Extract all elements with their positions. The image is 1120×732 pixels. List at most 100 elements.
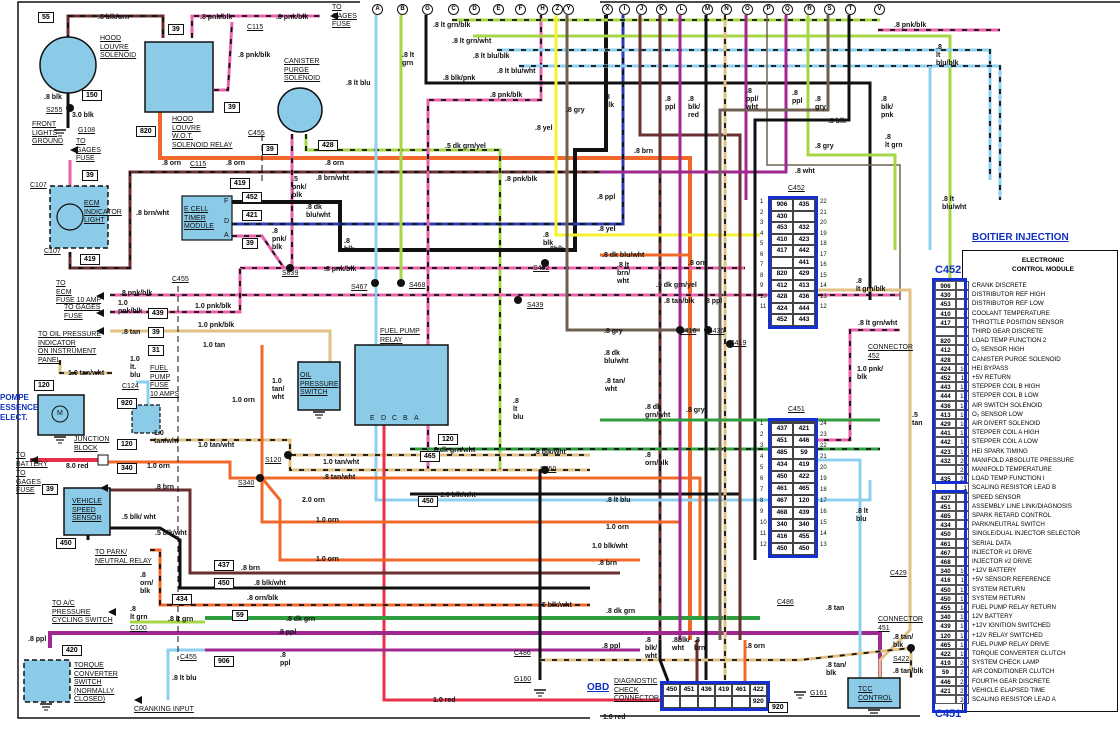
wire [260, 478, 680, 524]
column-marker: D [469, 4, 480, 15]
component-label: C100 [130, 625, 147, 632]
wire-label: .8 brn [155, 484, 175, 491]
wire-label: .8 lt blu/blk [473, 53, 510, 60]
ecm-pin: 18 [956, 437, 969, 447]
ecm-pin: 24 [956, 695, 969, 705]
ecm-wire: 452 [935, 373, 956, 383]
wire-label: .8 wht [795, 168, 815, 175]
wire-label: .8 blk/ wht [645, 637, 658, 660]
wire [753, 15, 851, 560]
connector-cavity: 417 [771, 245, 793, 257]
wire [519, 64, 1002, 200]
ecm-wire [935, 327, 956, 337]
obd-cavity: 422 [749, 684, 767, 696]
wire-label: .8 blk/ pnk [881, 96, 894, 119]
component-label: CONNECTOR 452 [868, 344, 913, 360]
wire-label: .8 dk grn [286, 616, 316, 623]
ecm-pin: 14 [956, 603, 969, 613]
wire-label: .8 gry [566, 107, 585, 114]
component-label: S255 [46, 107, 63, 114]
wire-label: 1.0 orn [606, 524, 629, 531]
ecm-pin: 13 [956, 593, 969, 603]
circuit-number: 39 [148, 327, 164, 338]
pin-number: 6 [760, 476, 764, 482]
connector-cavity: 429 [793, 268, 815, 280]
wire-label: .8 orn/blk [645, 452, 669, 467]
component-label: TO OIL PRESSURE INDICATOR ON INSTRUMENT … [38, 331, 102, 364]
wire [473, 34, 952, 300]
wire-label: 1.0 pnk/blk [118, 300, 143, 315]
obd-cavity: 461 [732, 684, 750, 696]
wire-label: .8blk [548, 246, 564, 253]
ecm-pin: 13 [956, 391, 969, 401]
wire [260, 477, 640, 562]
wire-stripe [150, 439, 590, 456]
wire-label: 8.0 red [66, 463, 89, 470]
pin-number: 14 [820, 283, 827, 289]
ecm-pin: 19 [956, 446, 969, 456]
wire-label: .8 pnk/blk [894, 22, 927, 29]
wire-label: 1.0 tan/wht [68, 370, 105, 377]
connector-cavity [771, 421, 793, 423]
wire-label: 3.0 blk [72, 112, 94, 119]
ecm-pin: 11 [956, 373, 969, 383]
pin-number: 1 [760, 199, 764, 205]
wire [426, 15, 543, 470]
wire-label: .8 blk/ red [688, 96, 701, 119]
ecm-wire: 467 [935, 547, 956, 557]
wire-label: .8 pnk/blk [505, 176, 538, 183]
ecm-wire [935, 465, 956, 475]
connector-cavity: 434 [771, 459, 793, 471]
ecm-wire: 59 [935, 667, 956, 677]
component-label: G160 [514, 676, 532, 683]
ecm-wire: 419 [935, 658, 956, 668]
wire-label: .8 ppl [704, 298, 723, 305]
wire-label: .8 tan [826, 605, 845, 612]
ecm-wire: 465 [935, 639, 956, 649]
component-label: S839 [282, 270, 299, 277]
component-label: TO GAGES FUSE [332, 4, 357, 28]
arrow-icon [30, 456, 38, 464]
connector-cavity: 451 [771, 435, 793, 447]
wire-label: .8 lt grn/wht [858, 320, 898, 327]
wire-label: .8 ppl [602, 643, 621, 650]
circuit-number: 39 [82, 170, 98, 181]
circuit-number: 59 [232, 610, 248, 621]
circuit-number: 920 [117, 398, 137, 409]
connector-cavity: 436 [793, 291, 815, 303]
wire [158, 112, 692, 640]
connector-cavity: 906 [771, 199, 793, 211]
pin-number: 8 [760, 272, 764, 279]
component-label: JUNCTION BLOCK [74, 436, 110, 452]
circuit-number: 340 [117, 463, 137, 474]
ecm-wire: 421 [935, 685, 956, 695]
ecm-desc: AIR SWITCH SOLENOID [972, 401, 1043, 409]
component-label: C455 [172, 276, 189, 283]
component-label: ECM INDICATOR LIGHT [84, 200, 122, 224]
wire-label: .8 tan [122, 329, 141, 336]
ecm-wire: 424 [935, 363, 956, 373]
ecm-wire: 443 [935, 382, 956, 392]
wire-stripe [69, 171, 661, 640]
ecm-wire: 906 [935, 281, 956, 291]
ecm-wire: 340 [935, 566, 956, 576]
fuel-pump-label: POMPE ESSENCE ELECT. [0, 393, 39, 422]
ecm-desc: SYSTEM CHECK LAMP [972, 659, 1040, 667]
wire-label: .8 lt grn [168, 616, 194, 623]
wire-stripe [232, 15, 624, 225]
ecm-wire: 446 [935, 676, 956, 686]
connector-cavity: 428 [771, 291, 793, 303]
connector-cavity: 452 [771, 314, 793, 326]
wire-label: .8 ppl [278, 629, 297, 636]
component-label: A [414, 415, 419, 422]
obd-cavity: 451 [680, 684, 698, 696]
connector-cavity: 455 [793, 531, 815, 543]
ecm-wire: 468 [935, 557, 956, 567]
wire-label: .8 gry [815, 96, 826, 111]
ecm-desc: INJECTOR #1 DRIVE [972, 548, 1033, 556]
wire-stripe [305, 134, 501, 470]
